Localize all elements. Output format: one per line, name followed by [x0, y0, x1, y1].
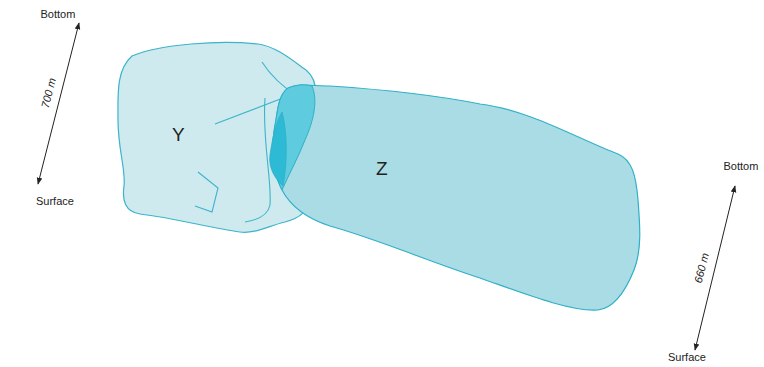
depth-arrow: [38, 23, 79, 184]
orientation-label: Surface: [36, 195, 74, 207]
block-outline: [266, 80, 646, 314]
block-label: Y: [172, 124, 185, 146]
crack-line: [215, 98, 283, 124]
orientation-label: Bottom: [41, 8, 76, 20]
orientation-label: Surface: [668, 351, 706, 363]
dimension-label: 700 m: [38, 77, 57, 110]
block-label: Z: [376, 158, 388, 180]
overlap-core: [270, 112, 287, 186]
ice-block: Z: [266, 80, 646, 314]
crack-line: [195, 172, 218, 212]
orientation-label: Bottom: [724, 160, 759, 172]
dimension-label: 660 m: [691, 252, 710, 285]
overlap-lens: [273, 85, 315, 190]
crack-line: [245, 98, 270, 222]
block-shape: [273, 85, 640, 310]
